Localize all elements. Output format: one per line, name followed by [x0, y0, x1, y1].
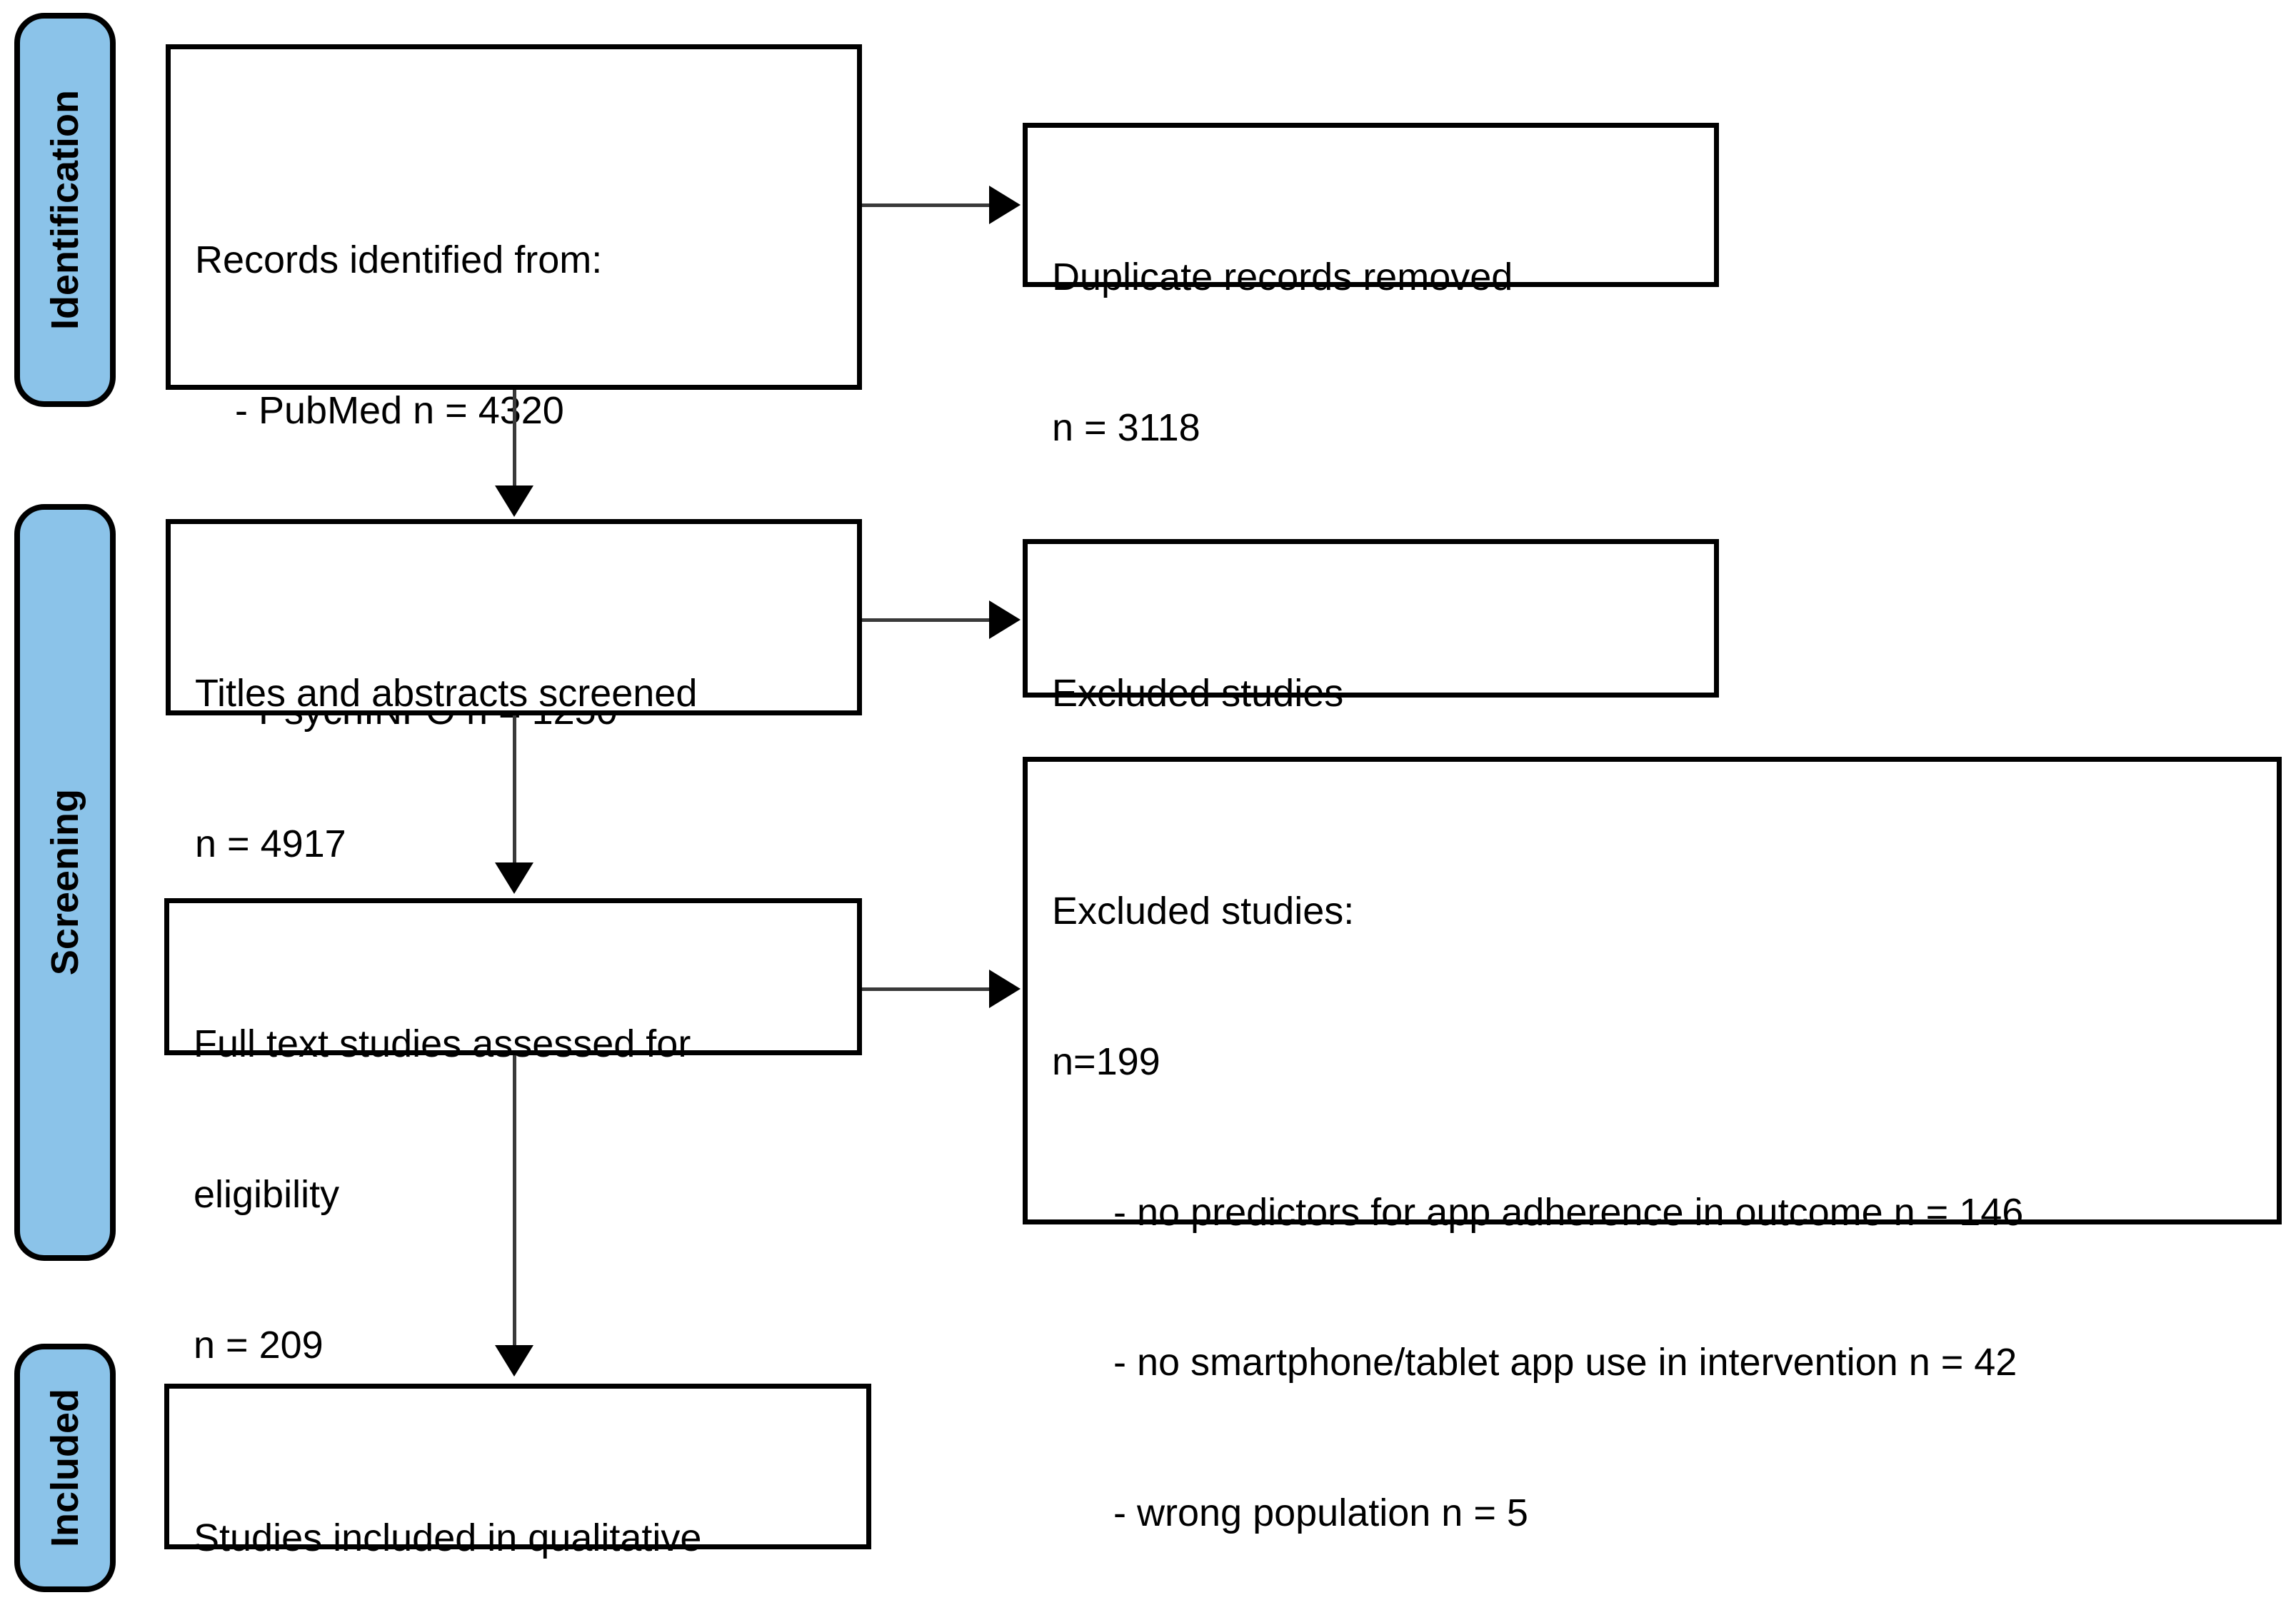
phase-bar-identification: Identification — [14, 13, 116, 407]
records-identified-heading: Records identified from: — [195, 238, 603, 282]
titles-screened-count: n = 4917 — [195, 822, 346, 865]
connector-line-records-to-titles — [513, 390, 516, 490]
box-duplicate-records-removed: Duplicate records removed n = 3118 — [1023, 123, 1719, 449]
arrowhead-titles-to-fulltext — [495, 862, 533, 894]
box-full-text-assessed: Full text studies assessed for eligibili… — [164, 898, 862, 1367]
phase-bar-screening: Screening — [14, 504, 116, 1261]
duplicate-records-label: Duplicate records removed — [1052, 256, 1513, 299]
full-text-assessed-line2: eligibility — [194, 1172, 340, 1216]
connector-line-fulltext-to-included — [513, 1055, 516, 1348]
connector-line-titles-to-fulltext — [513, 715, 516, 865]
arrowhead-fulltext-to-excluded — [989, 970, 1021, 1008]
box-excluded-studies-eligibility: Excluded studies: n=199 - no predictors … — [1023, 757, 2282, 1534]
records-identified-item-pubmed: - PubMed n = 4320 — [235, 388, 564, 432]
connector-line-fulltext-to-excluded — [862, 987, 991, 991]
phase-label-identification: Identification — [44, 90, 86, 330]
excluded-screening-label: Excluded studies — [1052, 672, 1344, 715]
excluded-reason-no-app-use: - no smartphone/tablet app use in interv… — [1113, 1341, 2017, 1384]
box-studies-included: Studies included in qualitative synthesi… — [164, 1384, 871, 1559]
full-text-assessed-text: Full text studies assessed for eligibili… — [194, 919, 836, 1470]
excluded-reason-no-predictors: - no predictors for app adherence in out… — [1113, 1190, 2024, 1234]
studies-included-line1: Studies included in qualitative — [194, 1516, 702, 1560]
phase-bar-included: Included — [14, 1344, 116, 1592]
excluded-eligibility-text: Excluded studies: n=199 - no predictors … — [1052, 786, 2255, 1615]
box-excluded-studies-screening: Excluded studies n = 4708 — [1023, 539, 1719, 865]
arrowhead-fulltext-to-included — [495, 1345, 533, 1377]
full-text-assessed-line1: Full text studies assessed for — [194, 1022, 691, 1066]
titles-screened-text: Titles and abstracts screened n = 4917 — [195, 568, 836, 970]
full-text-assessed-count: n = 209 — [194, 1323, 324, 1367]
box-records-identified: Records identified from: - PubMed n = 43… — [166, 44, 862, 733]
duplicate-records-text: Duplicate records removed n = 3118 — [1052, 152, 1693, 553]
titles-screened-label: Titles and abstracts screened — [195, 672, 698, 715]
arrowhead-titles-to-excluded — [989, 600, 1021, 639]
arrowhead-records-to-titles — [495, 485, 533, 517]
duplicate-records-count: n = 3118 — [1052, 406, 1200, 449]
box-titles-abstracts-screened: Titles and abstracts screened n = 4917 — [166, 519, 862, 865]
excluded-eligibility-total: n=199 — [1052, 1040, 1160, 1083]
studies-included-text: Studies included in qualitative synthesi… — [194, 1413, 845, 1615]
connector-line-records-to-duplicates — [862, 203, 991, 207]
connector-line-titles-to-excluded — [862, 618, 991, 622]
phase-label-included: Included — [44, 1388, 86, 1547]
arrowhead-records-to-duplicates — [989, 186, 1021, 224]
excluded-reason-wrong-population: - wrong population n = 5 — [1113, 1491, 1528, 1534]
excluded-eligibility-heading: Excluded studies: — [1052, 890, 1355, 933]
phase-label-screening: Screening — [44, 789, 86, 976]
